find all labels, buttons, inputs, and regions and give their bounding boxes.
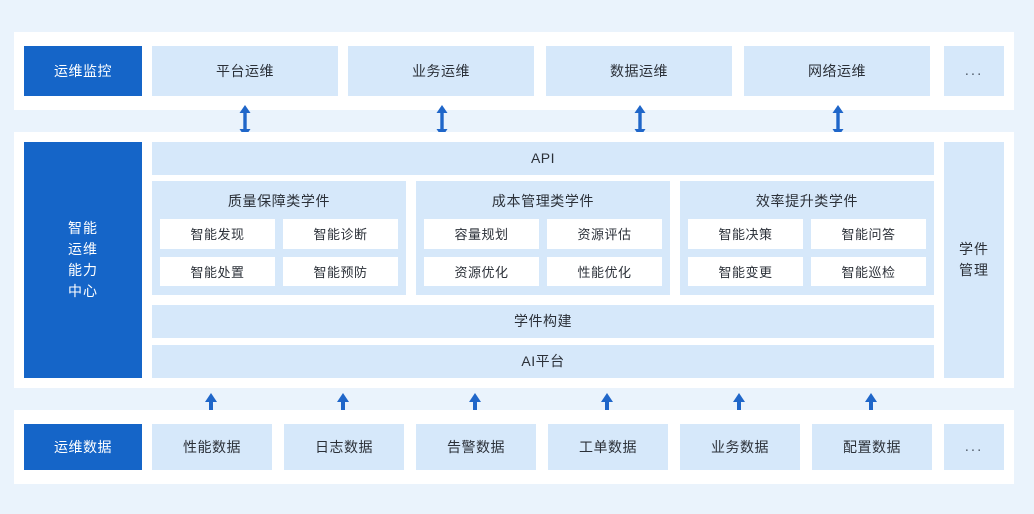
- group-quality-assurance: 质量保障类学件 智能发现 智能诊断 智能处置 智能预防: [152, 181, 406, 295]
- center-title-line-3: 能力: [68, 262, 98, 278]
- group-title-efficiency-improvement: 效率提升类学件: [755, 193, 859, 209]
- top-item-platform-ops[interactable]: 平台运维: [152, 46, 338, 96]
- chip-resource-assessment[interactable]: 资源评估: [547, 219, 662, 249]
- chip-performance-optimization[interactable]: 性能优化: [547, 256, 662, 286]
- top-item-more[interactable]: ...: [944, 46, 1004, 96]
- bottom-item-more[interactable]: ...: [944, 424, 1004, 470]
- chip-intelligent-discovery[interactable]: 智能发现: [160, 219, 275, 249]
- center-title-line-4: 中心: [68, 283, 98, 299]
- double-arrow-icon-3: [631, 104, 649, 138]
- up-arrow-icon-4: [598, 392, 616, 426]
- bottom-item-alarm-data[interactable]: 告警数据: [416, 424, 536, 470]
- chip-resource-optimization[interactable]: 资源优化: [424, 256, 539, 286]
- double-arrow-icon-4: [829, 104, 847, 138]
- bottom-item-performance-data[interactable]: 性能数据: [152, 424, 272, 470]
- bottom-item-ticket-data[interactable]: 工单数据: [548, 424, 668, 470]
- bottom-row-label-ops-data[interactable]: 运维数据: [24, 424, 142, 470]
- learnware-management-line-2: 管理: [959, 262, 989, 278]
- chip-capacity-planning[interactable]: 容量规划: [424, 219, 539, 249]
- group-grid-cost-management: 容量规划 资源评估 资源优化 性能优化: [424, 219, 662, 286]
- group-cost-management: 成本管理类学件 容量规划 资源评估 资源优化 性能优化: [416, 181, 670, 295]
- chip-intelligent-decision[interactable]: 智能决策: [688, 219, 803, 249]
- chip-intelligent-diagnosis[interactable]: 智能诊断: [283, 219, 398, 249]
- top-item-network-ops[interactable]: 网络运维: [744, 46, 930, 96]
- chip-intelligent-inspection[interactable]: 智能巡检: [811, 256, 926, 286]
- group-title-quality-assurance: 质量保障类学件: [227, 193, 331, 209]
- chip-intelligent-handling[interactable]: 智能处置: [160, 256, 275, 286]
- api-layer-bar[interactable]: API: [152, 142, 934, 175]
- double-arrow-icon-2: [433, 104, 451, 138]
- center-title-line-1: 智能: [68, 220, 98, 236]
- bottom-item-config-data[interactable]: 配置数据: [812, 424, 932, 470]
- chip-intelligent-prevention[interactable]: 智能预防: [283, 256, 398, 286]
- learnware-management-column[interactable]: 学件 管理: [944, 142, 1004, 378]
- learnware-management-line-1: 学件: [959, 241, 989, 257]
- ai-platform-bar[interactable]: AI平台: [152, 345, 934, 378]
- learnware-construction-bar[interactable]: 学件构建: [152, 305, 934, 338]
- chip-intelligent-qa[interactable]: 智能问答: [811, 219, 926, 249]
- up-arrow-icon-6: [862, 392, 880, 426]
- group-efficiency-improvement: 效率提升类学件 智能决策 智能问答 智能变更 智能巡检: [680, 181, 934, 295]
- up-arrow-icon-1: [202, 392, 220, 426]
- group-grid-quality-assurance: 智能发现 智能诊断 智能处置 智能预防: [160, 219, 398, 286]
- group-grid-efficiency-improvement: 智能决策 智能问答 智能变更 智能巡检: [688, 219, 926, 286]
- top-row-label-ops-monitoring[interactable]: 运维监控: [24, 46, 142, 96]
- up-arrow-icon-2: [334, 392, 352, 426]
- up-arrow-icon-5: [730, 392, 748, 426]
- group-title-cost-management: 成本管理类学件: [491, 193, 595, 209]
- top-item-data-ops[interactable]: 数据运维: [546, 46, 732, 96]
- center-title-line-2: 运维: [68, 241, 98, 257]
- top-item-business-ops[interactable]: 业务运维: [348, 46, 534, 96]
- up-arrow-icon-3: [466, 392, 484, 426]
- bottom-item-business-data[interactable]: 业务数据: [680, 424, 800, 470]
- double-arrow-icon-1: [236, 104, 254, 138]
- bottom-item-log-data[interactable]: 日志数据: [284, 424, 404, 470]
- center-title-aiops-capability-center: 智能 运维 能力 中心: [24, 142, 142, 378]
- chip-intelligent-change[interactable]: 智能变更: [688, 256, 803, 286]
